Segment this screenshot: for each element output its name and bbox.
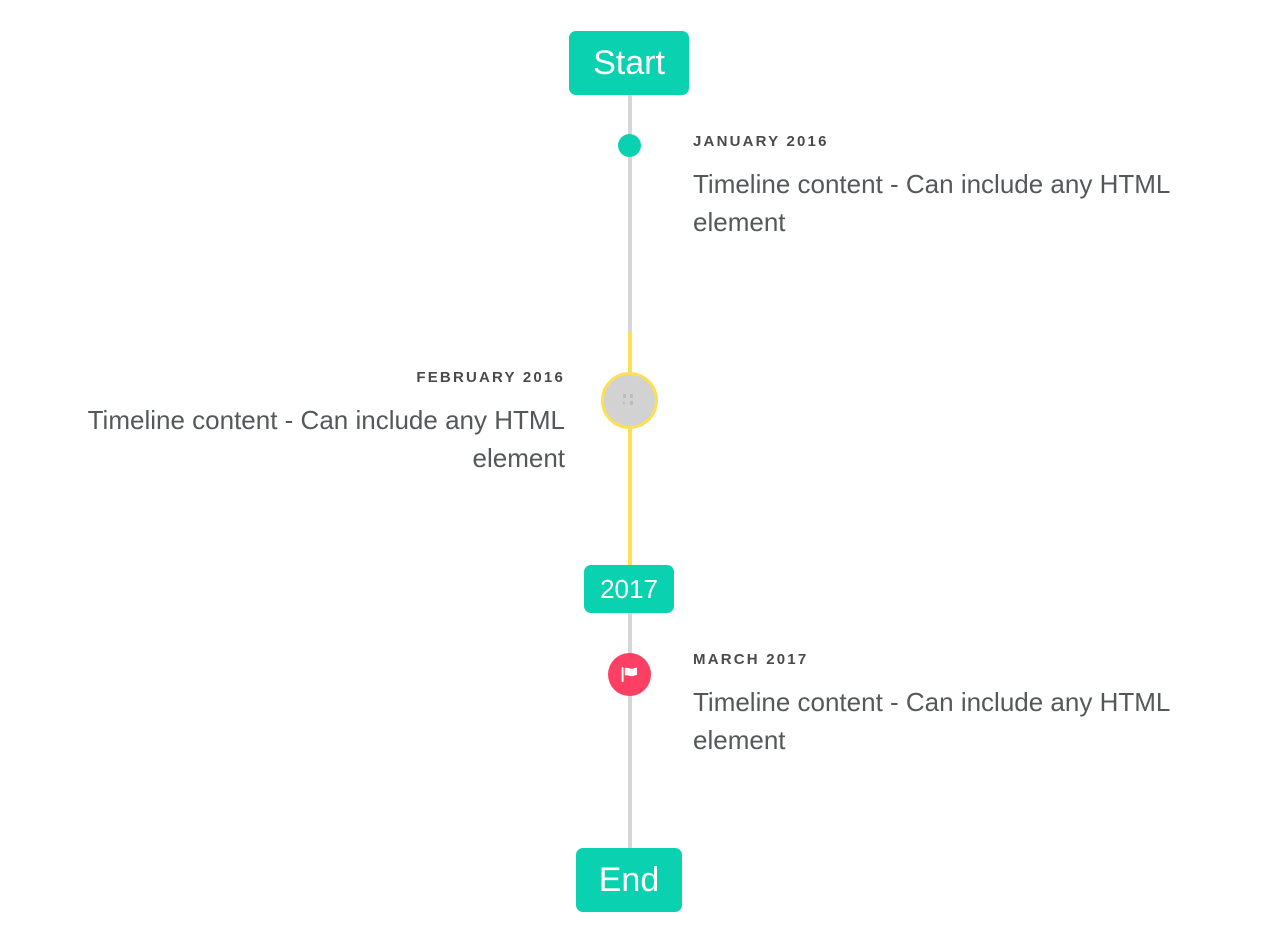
timeline-entry-january-2016: JANUARY 2016 Timeline content - Can incl…	[693, 134, 1220, 242]
timeline-rail-segment-bottom	[628, 608, 632, 858]
timeline-start-label: Start	[593, 44, 665, 82]
flag-icon	[621, 667, 638, 682]
timeline-entry-date: JANUARY 2016	[693, 133, 829, 150]
timeline-entry-body: Timeline content - Can include any HTML …	[693, 169, 1170, 238]
timeline-start-badge[interactable]: Start	[569, 31, 689, 95]
timeline-entry-march-2017: MARCH 2017 Timeline content - Can includ…	[693, 652, 1220, 760]
timeline-marker-february-2016[interactable]	[601, 372, 658, 429]
timeline-entry-body: Timeline content - Can include any HTML …	[693, 687, 1170, 756]
timeline-end-label: End	[598, 861, 660, 899]
timeline-entry-february-2016: FEBRUARY 2016 Timeline content - Can inc…	[40, 370, 565, 478]
timeline-entry-date: FEBRUARY 2016	[416, 369, 565, 386]
timeline-rail-segment-top	[628, 88, 632, 334]
timeline-marker-january-2016[interactable]	[618, 134, 641, 157]
timeline-end-badge[interactable]: End	[576, 848, 682, 912]
timeline-year-label: 2017	[600, 574, 658, 604]
timeline-entry-date: MARCH 2017	[693, 651, 809, 668]
timeline-rail-segment-highlight	[628, 332, 632, 568]
timeline-entry-body: Timeline content - Can include any HTML …	[87, 405, 565, 474]
timeline-year-badge[interactable]: 2017	[584, 565, 674, 613]
timeline-marker-march-2017[interactable]	[608, 653, 651, 696]
broken-image-icon	[622, 393, 633, 405]
